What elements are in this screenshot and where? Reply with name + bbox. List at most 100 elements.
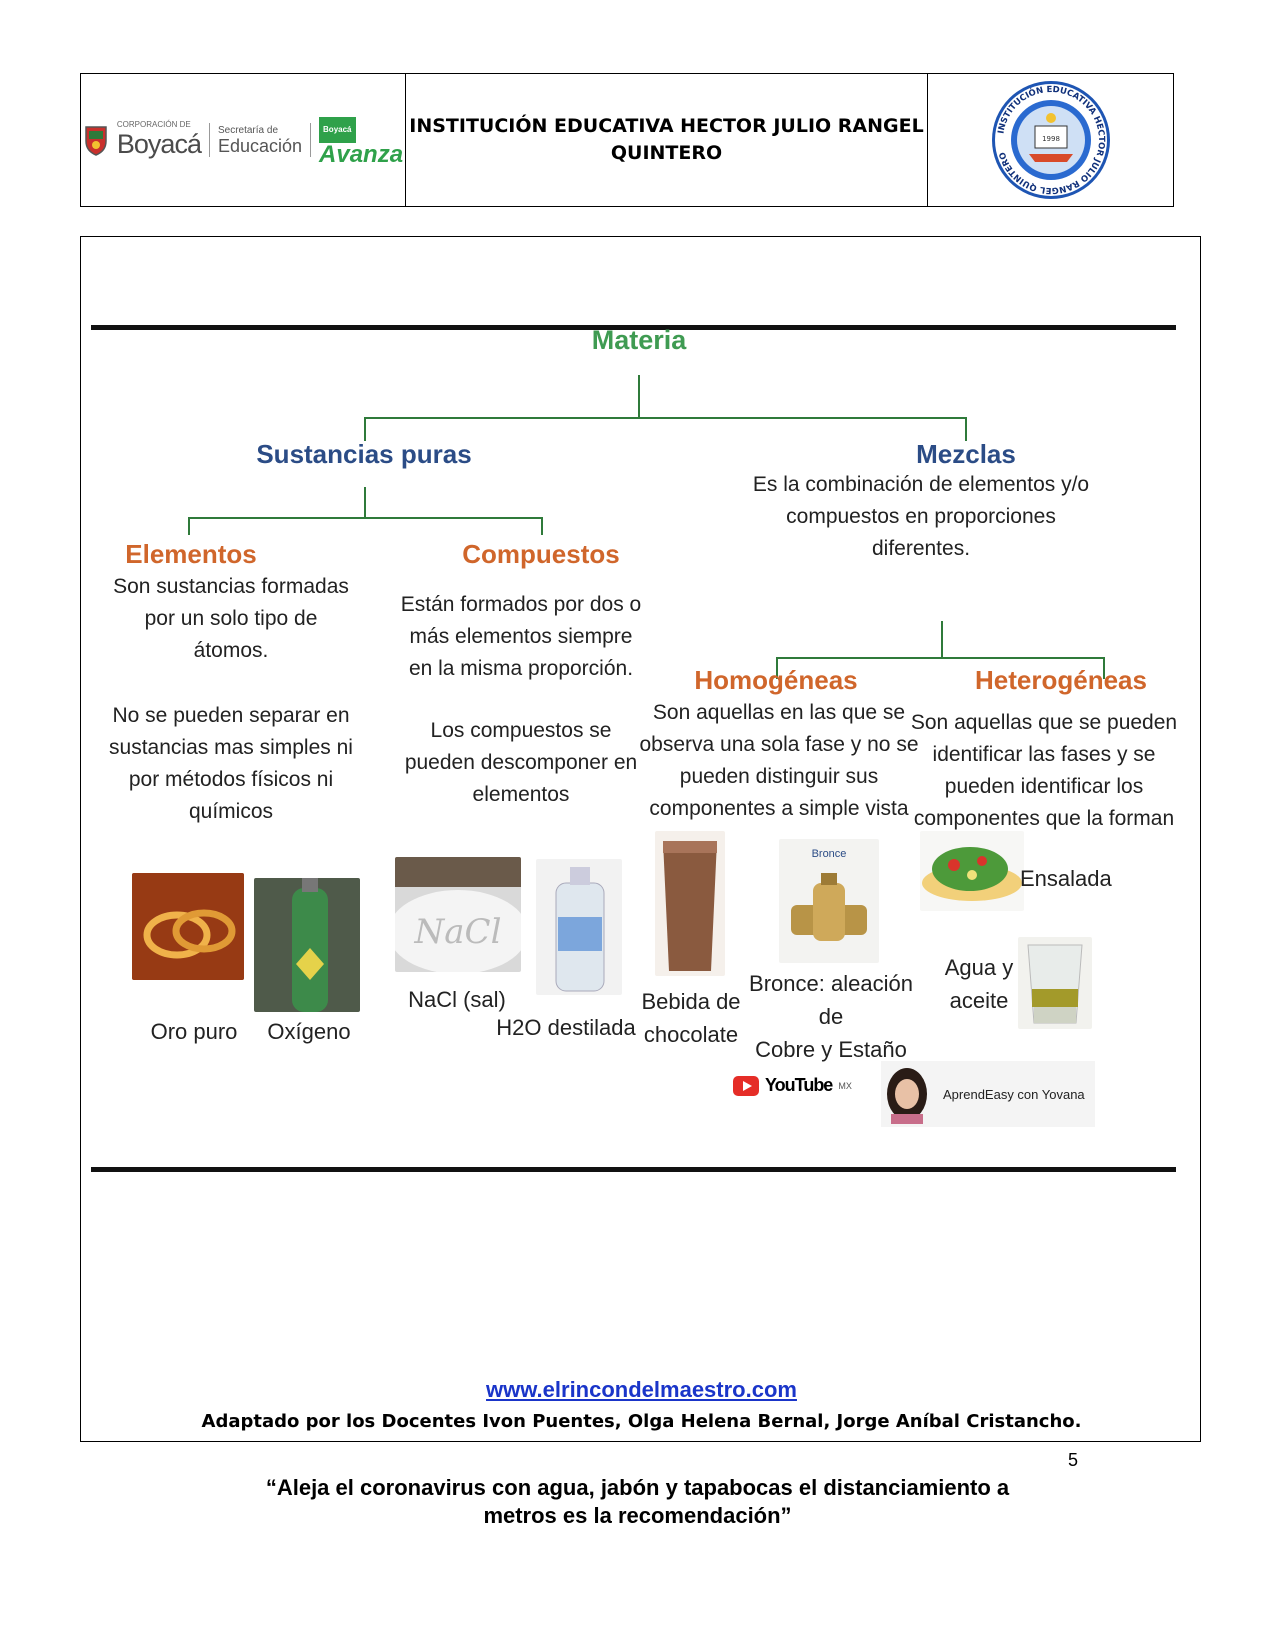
health-quote: “Aleja el coronavirus con agua, jabón y … bbox=[150, 1474, 1125, 1530]
youtube-label: YouTube bbox=[765, 1075, 833, 1095]
top-rule bbox=[91, 325, 1176, 330]
text-line: sustancias mas simples ni bbox=[109, 736, 353, 759]
oxygen-tank-image bbox=[254, 878, 360, 1012]
node-mezclas: Mezclas bbox=[916, 439, 1016, 469]
node-sustancias-puras: Sustancias puras bbox=[256, 439, 472, 469]
node-elementos: Elementos bbox=[125, 539, 257, 569]
institution-title-line2: QUINTERO bbox=[610, 142, 723, 164]
text-line: Los compuestos se bbox=[430, 719, 612, 742]
logo-educacion: Educación bbox=[217, 135, 303, 156]
node-materia: Materia bbox=[591, 325, 687, 355]
text-line: chocolate bbox=[643, 1022, 739, 1047]
secretaria-logo: Secretaría de Educación bbox=[218, 125, 302, 156]
caption-chocolate: Bebida de chocolate bbox=[636, 985, 746, 1051]
bottom-rule bbox=[91, 1167, 1176, 1172]
text-line: Son aquellas en las que se bbox=[652, 701, 906, 724]
homogeneas-description: Son aquellas en las que se observa una s… bbox=[639, 697, 919, 825]
avanza-logo: Boyacá Avanza bbox=[319, 113, 403, 167]
caption-water-oil: Agua y aceite bbox=[939, 951, 1019, 1017]
salt-nacl-image: NaCl bbox=[395, 857, 521, 972]
avatar bbox=[887, 1068, 927, 1124]
text-line: No se pueden separar en bbox=[112, 704, 350, 727]
header-table: CORPORACIÓN DE Boyacá Secretaría de Educ… bbox=[80, 73, 1174, 207]
text-line: componentes a simple vista bbox=[649, 797, 909, 820]
caption-oxygen: Oxígeno bbox=[267, 1019, 351, 1044]
boyaca-crest-icon bbox=[85, 126, 107, 156]
text-line: compuestos en proporciones bbox=[786, 505, 1056, 528]
chocolate-drink-image bbox=[655, 831, 725, 976]
text-line: observa una sola fase y no se bbox=[639, 733, 919, 756]
logo-boyaca-text: Boyacá bbox=[116, 129, 202, 159]
bronze-tag: Bronce bbox=[812, 848, 847, 860]
seal-year: 1998 bbox=[1042, 135, 1060, 143]
text-line: Bebida de bbox=[641, 989, 741, 1014]
logo-secretaria: Secretaría de bbox=[217, 124, 279, 136]
logo-divider-2 bbox=[310, 123, 312, 157]
tree-line bbox=[364, 487, 366, 517]
text-line: por un solo tipo de bbox=[144, 607, 318, 630]
text-line: pueden identificar los bbox=[944, 775, 1144, 798]
water-oil-glass-image bbox=[1018, 937, 1092, 1029]
youtube-mx: MX bbox=[838, 1080, 852, 1091]
elementos-description: Son sustancias formadas por un solo tipo… bbox=[106, 571, 356, 667]
bronze-valve-image: Bronce bbox=[779, 839, 879, 963]
caption-salad: Ensalada bbox=[1020, 866, 1112, 891]
compuestos-description-2: Los compuestos se pueden descomponer en … bbox=[391, 715, 651, 811]
text-line: átomos. bbox=[193, 639, 269, 662]
quote-line: “Aleja el coronavirus con agua, jabón y … bbox=[265, 1475, 1010, 1500]
page-number: 5 bbox=[1068, 1450, 1079, 1470]
text-line: Bronce: aleación de bbox=[749, 971, 913, 1029]
logo-avanza-text: Avanza bbox=[319, 141, 404, 168]
text-line: Son sustancias formadas bbox=[113, 575, 349, 598]
boyaca-logo: CORPORACIÓN DE Boyacá bbox=[116, 120, 202, 160]
text-line: pueden distinguir sus bbox=[679, 765, 879, 788]
text-line: identificar las fases y se bbox=[932, 743, 1156, 766]
salad-image bbox=[920, 831, 1024, 911]
text-line: más elementos siempre bbox=[409, 625, 633, 648]
header-logos: CORPORACIÓN DE Boyacá Secretaría de Educ… bbox=[81, 74, 406, 206]
node-compuestos: Compuestos bbox=[462, 539, 620, 569]
adaptation-credit: Adaptado por los Docentes Ivon Puentes, … bbox=[201, 1411, 1082, 1432]
text-line: aceite bbox=[949, 988, 1009, 1013]
mezclas-description: Es la combinación de elementos y/o compu… bbox=[721, 469, 1121, 565]
text-line: pueden descomponer en bbox=[404, 751, 638, 774]
quote-line: metros es la recomendación” bbox=[483, 1503, 792, 1528]
text-line: diferentes. bbox=[871, 537, 971, 560]
text-line: Son aquellas que se pueden bbox=[910, 711, 1178, 734]
header-title-cell: INSTITUCIÓN EDUCATIVA HECTOR JULIO RANGE… bbox=[406, 74, 928, 206]
tree-line bbox=[1103, 657, 1105, 679]
tree-line bbox=[776, 657, 1105, 659]
text-line: Es la combinación de elementos y/o bbox=[752, 473, 1090, 496]
nacl-image-text: NaCl bbox=[414, 912, 502, 952]
heterogeneas-description: Son aquellas que se pueden identificar l… bbox=[899, 707, 1189, 835]
caption-water: H2O destilada bbox=[496, 1015, 636, 1040]
logo-divider bbox=[208, 123, 210, 157]
caption-gold: Oro puro bbox=[150, 1019, 238, 1044]
text-line: Cobre y Estaño bbox=[755, 1037, 907, 1062]
text-line: por métodos físicos ni bbox=[128, 768, 334, 791]
tree-line bbox=[188, 517, 543, 519]
caption-bronze: Bronce: aleación de Cobre y Estaño bbox=[741, 967, 921, 1066]
compuestos-description: Están formados por dos o más elementos s… bbox=[391, 589, 651, 685]
elementos-description-2: No se pueden separar en sustancias mas s… bbox=[106, 700, 356, 828]
text-line: Agua y bbox=[944, 955, 1014, 980]
text-line: Están formados por dos o bbox=[400, 593, 642, 616]
logo-corp: CORPORACIÓN DE bbox=[116, 120, 191, 129]
text-line: elementos bbox=[472, 783, 570, 806]
tree-line bbox=[776, 657, 778, 679]
channel-badge: AprendEasy con Yovana bbox=[881, 1061, 1095, 1127]
source-link[interactable]: www.elrincondelmaestro.com bbox=[486, 1377, 797, 1402]
youtube-icon bbox=[733, 1075, 759, 1096]
tree-line bbox=[364, 417, 967, 419]
text-line: componentes que la forman bbox=[913, 807, 1175, 830]
caption-nacl: NaCl (sal) bbox=[408, 987, 506, 1012]
institution-seal-icon: INSTITUCIÓN EDUCATIVA HECTOR JULIO RANGE… bbox=[991, 81, 1110, 199]
text-line: químicos bbox=[188, 800, 274, 823]
logo-boyaca-tag: Boyacá bbox=[319, 117, 356, 143]
node-heterogeneas: Heterogéneas bbox=[975, 665, 1147, 695]
text-line: en la misma proporción. bbox=[408, 657, 634, 680]
gold-rings-image bbox=[132, 873, 244, 980]
tree-line bbox=[188, 517, 190, 535]
tree-line bbox=[541, 517, 543, 535]
distilled-water-bottle-image bbox=[536, 859, 622, 995]
